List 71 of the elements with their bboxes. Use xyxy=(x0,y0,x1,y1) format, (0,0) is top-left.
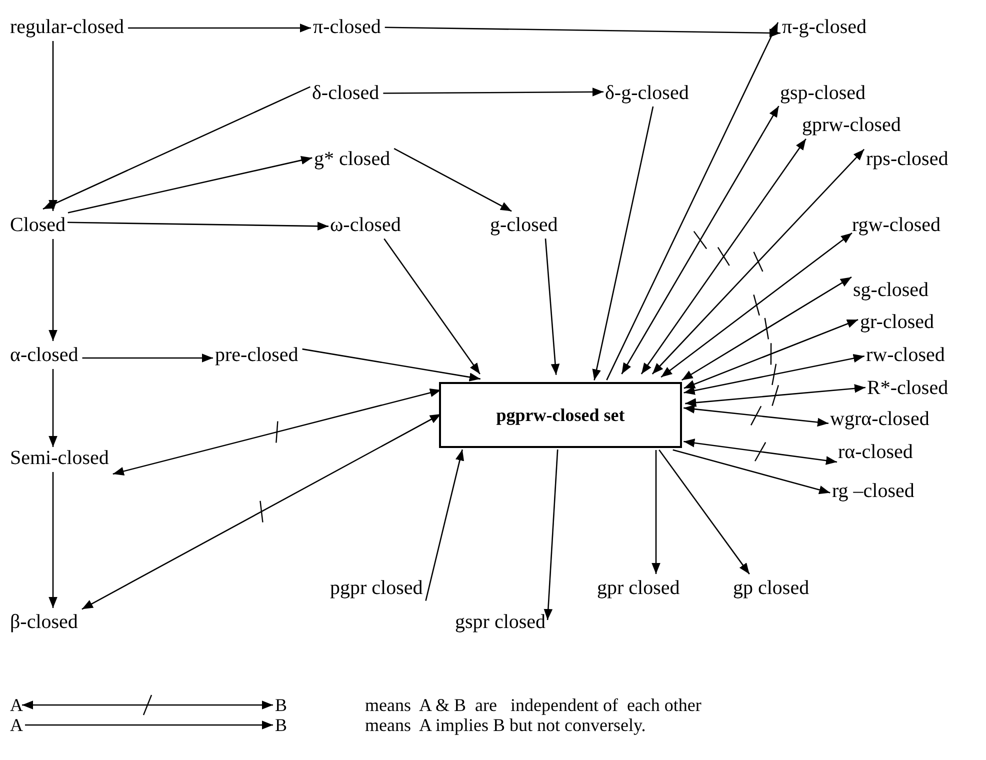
crossed-double-arrow xyxy=(684,319,858,389)
arrow xyxy=(25,720,273,730)
class-label: g* closed xyxy=(314,147,390,171)
arrow xyxy=(544,238,560,375)
class-label: sg-closed xyxy=(853,278,929,302)
class-label: rw-closed xyxy=(866,343,945,367)
class-label: regular-closed xyxy=(10,15,124,39)
arrow xyxy=(383,88,604,96)
crossed-double-arrow xyxy=(22,694,273,716)
class-label: α-closed xyxy=(10,343,78,367)
crossed-double-arrow xyxy=(640,138,806,374)
class-label: rα-closed xyxy=(838,440,913,464)
class-label: gr-closed xyxy=(860,310,934,334)
class-label: Semi-closed xyxy=(10,446,109,470)
central-box: pgprw-closed set xyxy=(439,382,682,448)
arrow xyxy=(672,449,830,494)
crossed-double-arrow xyxy=(684,438,838,465)
class-label: δ-g-closed xyxy=(605,81,689,105)
class-label: wgrα-closed xyxy=(830,407,930,431)
arrow xyxy=(68,222,328,231)
arrow xyxy=(425,449,464,601)
arrow xyxy=(48,472,58,608)
class-label: π-closed xyxy=(313,15,381,39)
arrow xyxy=(658,450,750,574)
crossed-double-arrow xyxy=(82,413,442,610)
legend-letter: B xyxy=(275,695,288,715)
class-label: gprw-closed xyxy=(802,113,901,137)
arrow xyxy=(48,239,58,341)
arrow xyxy=(82,354,213,362)
class-label: g-closed xyxy=(490,213,558,237)
legend-note: means A & B are independent of each other xyxy=(365,695,702,715)
class-label: β-closed xyxy=(10,610,78,634)
crossed-double-arrow xyxy=(660,232,852,378)
legend-letter: A xyxy=(10,715,23,735)
class-label: pre-closed xyxy=(215,343,298,367)
arrow xyxy=(48,41,58,211)
arrow xyxy=(394,148,512,212)
class-label: ω-closed xyxy=(330,213,401,237)
class-label: Closed xyxy=(10,213,66,237)
arrow xyxy=(592,106,654,380)
crossed-double-arrow xyxy=(621,106,780,374)
class-label: pgpr closed xyxy=(330,576,423,600)
class-label: π-g-closed xyxy=(782,15,867,39)
crossed-double-arrow xyxy=(684,354,865,395)
class-label: δ-closed xyxy=(312,81,380,105)
crossed-double-arrow xyxy=(684,404,829,427)
crossed-double-arrow xyxy=(685,384,866,407)
arrow xyxy=(302,348,480,382)
class-label: rps-closed xyxy=(866,147,948,171)
class-label: gsp-closed xyxy=(780,81,866,105)
arrow xyxy=(384,238,480,374)
arrow xyxy=(48,369,58,447)
arrow xyxy=(42,86,310,210)
arrow xyxy=(68,156,312,214)
legend-letter: A xyxy=(10,695,23,715)
arrow xyxy=(606,22,779,380)
class-label: rgw-closed xyxy=(852,213,940,237)
arrow xyxy=(544,449,558,620)
arrow xyxy=(384,26,780,38)
legend-note: means A implies B but not conversely. xyxy=(365,715,646,735)
class-label: rg –closed xyxy=(832,479,914,503)
crossed-double-arrow xyxy=(681,276,852,381)
class-label: gpr closed xyxy=(597,576,680,600)
class-label: gp closed xyxy=(733,576,810,600)
legend-letter: B xyxy=(275,715,288,735)
class-label: gspr closed xyxy=(455,610,546,634)
crossed-double-arrow xyxy=(652,148,865,374)
arrow xyxy=(128,24,311,32)
class-label: R*-closed xyxy=(867,376,948,400)
crossed-double-arrow xyxy=(112,388,442,476)
arrow xyxy=(652,450,660,574)
